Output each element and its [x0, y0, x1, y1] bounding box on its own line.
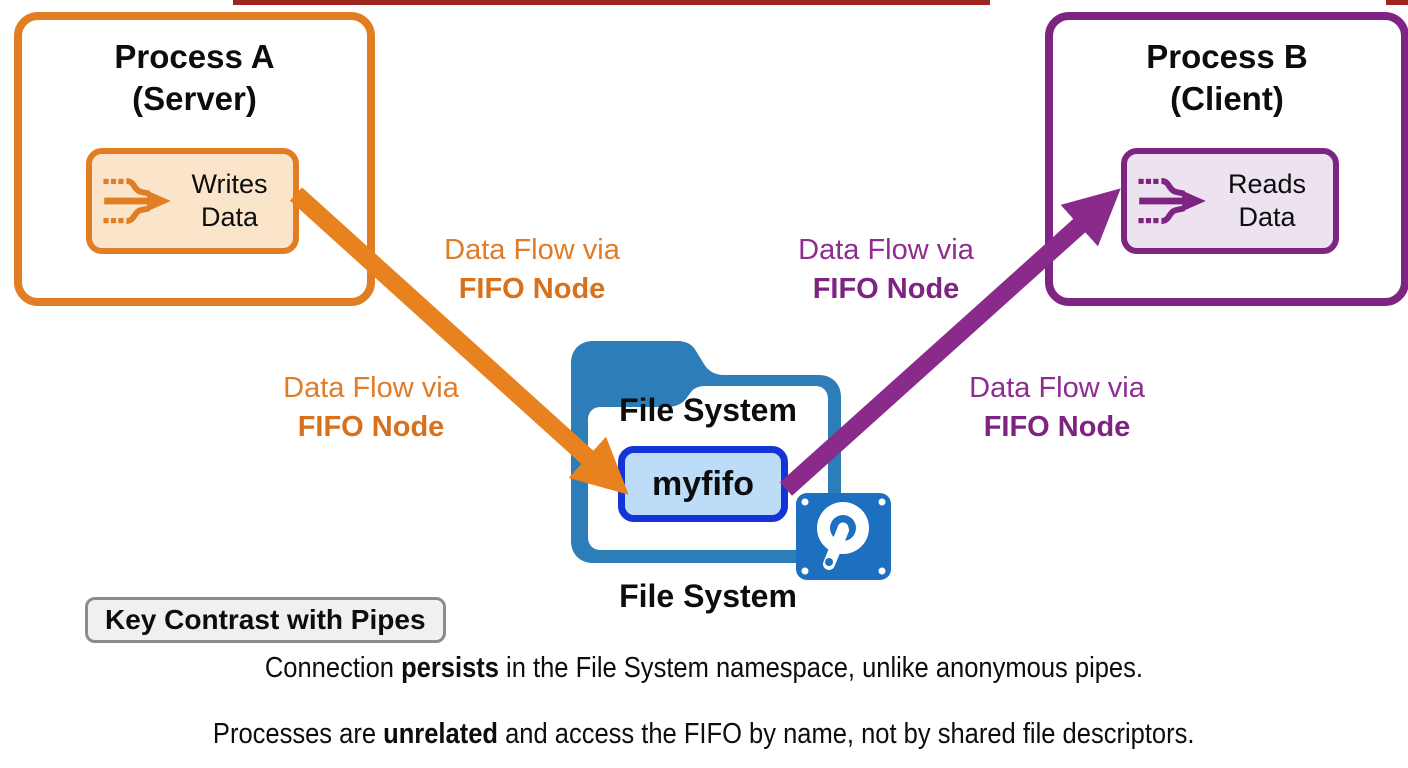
- process-a-title: Process A (Server): [22, 36, 367, 120]
- note-1-prefix: Connection: [264, 652, 402, 684]
- process-a-title-line2: (Server): [132, 80, 257, 117]
- data-flow-label-orange-lower: Data Flow via FIFO Node: [251, 369, 491, 447]
- data-flow-label-purple-lower: Data Flow via FIFO Node: [937, 369, 1177, 447]
- writes-label-line2: Data: [200, 202, 259, 232]
- data-flow-label-orange-upper: Data Flow via FIFO Node: [412, 231, 652, 309]
- file-system-caption: File System: [619, 578, 797, 614]
- hard-disk-icon: [795, 492, 892, 581]
- flow-label-line1: Data Flow via: [444, 234, 620, 266]
- note-1-bold: persists: [401, 652, 500, 684]
- process-a-box: Process A (Server): [14, 12, 375, 306]
- reads-data-label: Reads Data: [1211, 168, 1323, 234]
- reads-data-box: Reads Data: [1121, 148, 1339, 254]
- note-2-prefix: Processes are: [213, 718, 384, 750]
- writes-data-label: Writes Data: [176, 168, 283, 234]
- myfifo-node: myfifo: [618, 446, 788, 522]
- note-1-suffix: in the File System namespace, unlike ano…: [499, 652, 1144, 684]
- flow-label-line1: Data Flow via: [798, 234, 974, 266]
- process-b-box: Process B (Client): [1045, 12, 1408, 306]
- flow-label-line2: FIFO Node: [458, 273, 606, 305]
- process-b-title-line1: Process B: [1146, 38, 1308, 75]
- flow-label-line1: Data Flow via: [969, 372, 1145, 404]
- note-2-bold: unrelated: [383, 718, 499, 750]
- flow-label-line2: FIFO Node: [297, 411, 445, 443]
- note-2-suffix: and access the FIFO by name, not by shar…: [498, 718, 1195, 750]
- writes-label-line1: Writes: [191, 169, 268, 199]
- cropped-banner-edge-corner: [1386, 0, 1408, 5]
- process-a-title-line1: Process A: [114, 38, 275, 75]
- note-persists: Connection persists in the File System n…: [0, 652, 1408, 685]
- reads-label-line1: Reads: [1227, 169, 1307, 199]
- cropped-banner-edge: [233, 0, 990, 5]
- merge-arrows-icon: [102, 163, 176, 239]
- flow-label-line2: FIFO Node: [812, 273, 960, 305]
- file-system-inner-title: File System: [619, 392, 797, 428]
- data-flow-label-purple-upper: Data Flow via FIFO Node: [766, 231, 1006, 309]
- writes-data-box: Writes Data: [86, 148, 299, 254]
- note-unrelated: Processes are unrelated and access the F…: [0, 718, 1408, 751]
- merge-arrows-icon: [1137, 163, 1211, 239]
- key-contrast-badge: Key Contrast with Pipes: [85, 597, 446, 643]
- flow-label-line1: Data Flow via: [283, 372, 459, 404]
- process-b-title-line2: (Client): [1170, 80, 1284, 117]
- reads-label-line2: Data: [1238, 202, 1296, 232]
- flow-label-line2: FIFO Node: [983, 411, 1131, 443]
- process-b-title: Process B (Client): [1053, 36, 1401, 120]
